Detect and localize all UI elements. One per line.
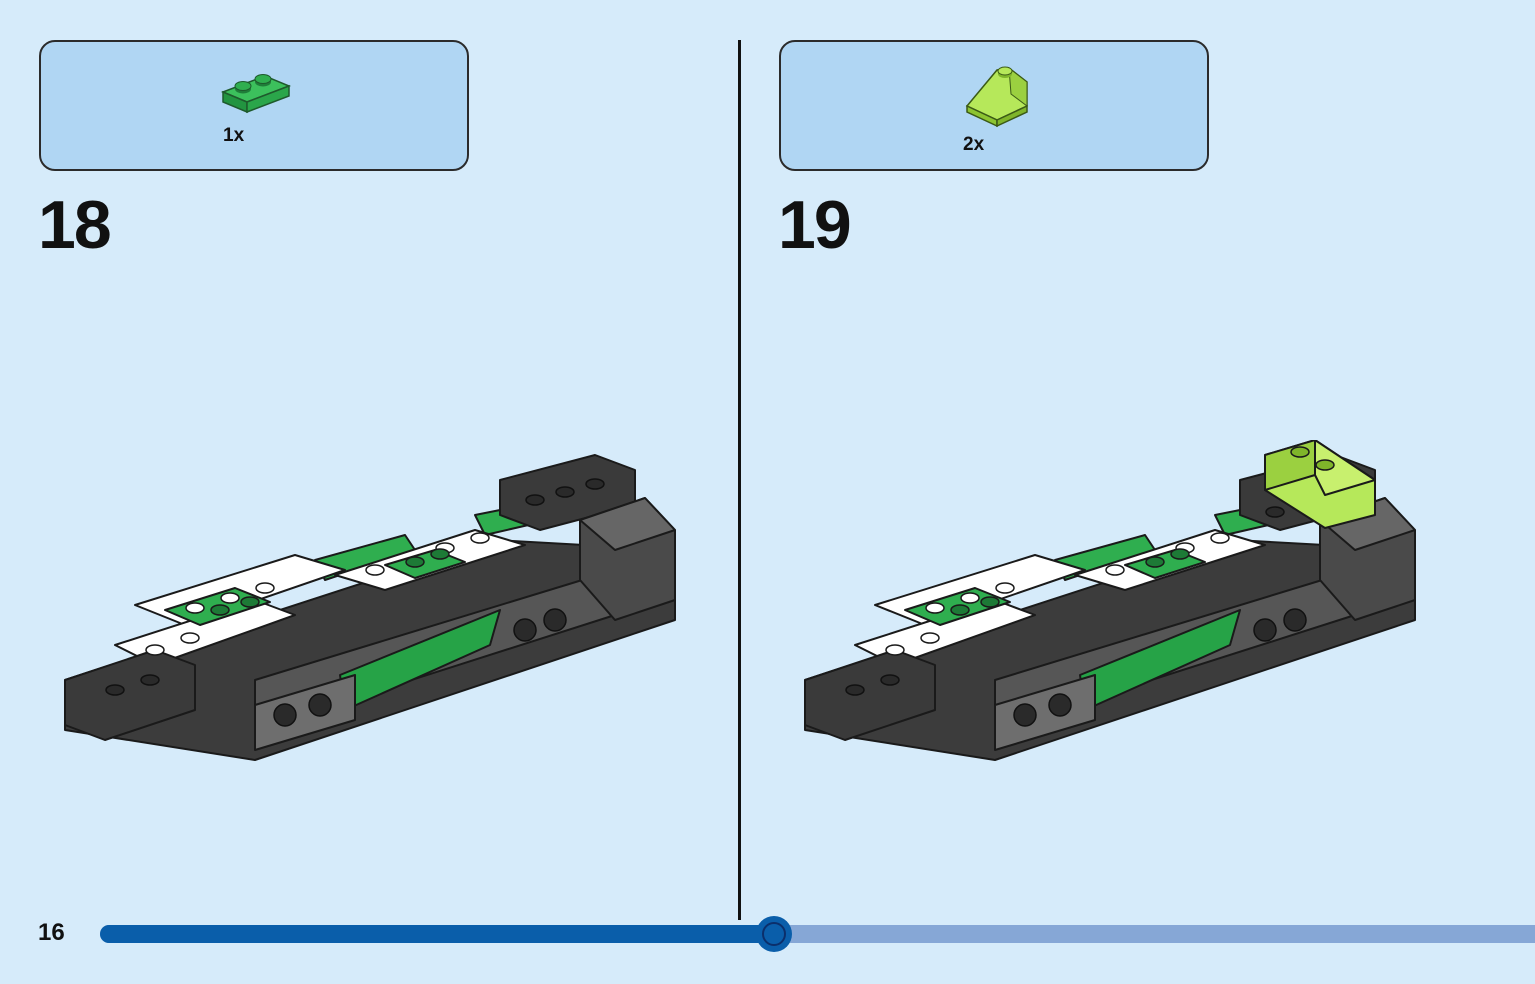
- part-quantity: 2x: [963, 134, 985, 155]
- page-divider: [738, 40, 741, 920]
- vehicle-model-step-19-illustration: [804, 440, 1416, 761]
- green-plate-1x2-icon: [220, 74, 292, 114]
- step-number: 19: [778, 187, 852, 263]
- parts-callout-step-18: 1x: [39, 40, 469, 171]
- progress-knob-icon: [756, 916, 792, 952]
- lime-slope-brick-icon: [965, 66, 1028, 128]
- part-quantity: 1x: [223, 125, 245, 146]
- page-number: 16: [38, 919, 65, 946]
- progress-fill: [100, 925, 774, 943]
- step-number: 18: [38, 187, 112, 263]
- parts-callout-step-19: 2x: [779, 40, 1209, 171]
- vehicle-model-step-18-illustration: [64, 454, 676, 761]
